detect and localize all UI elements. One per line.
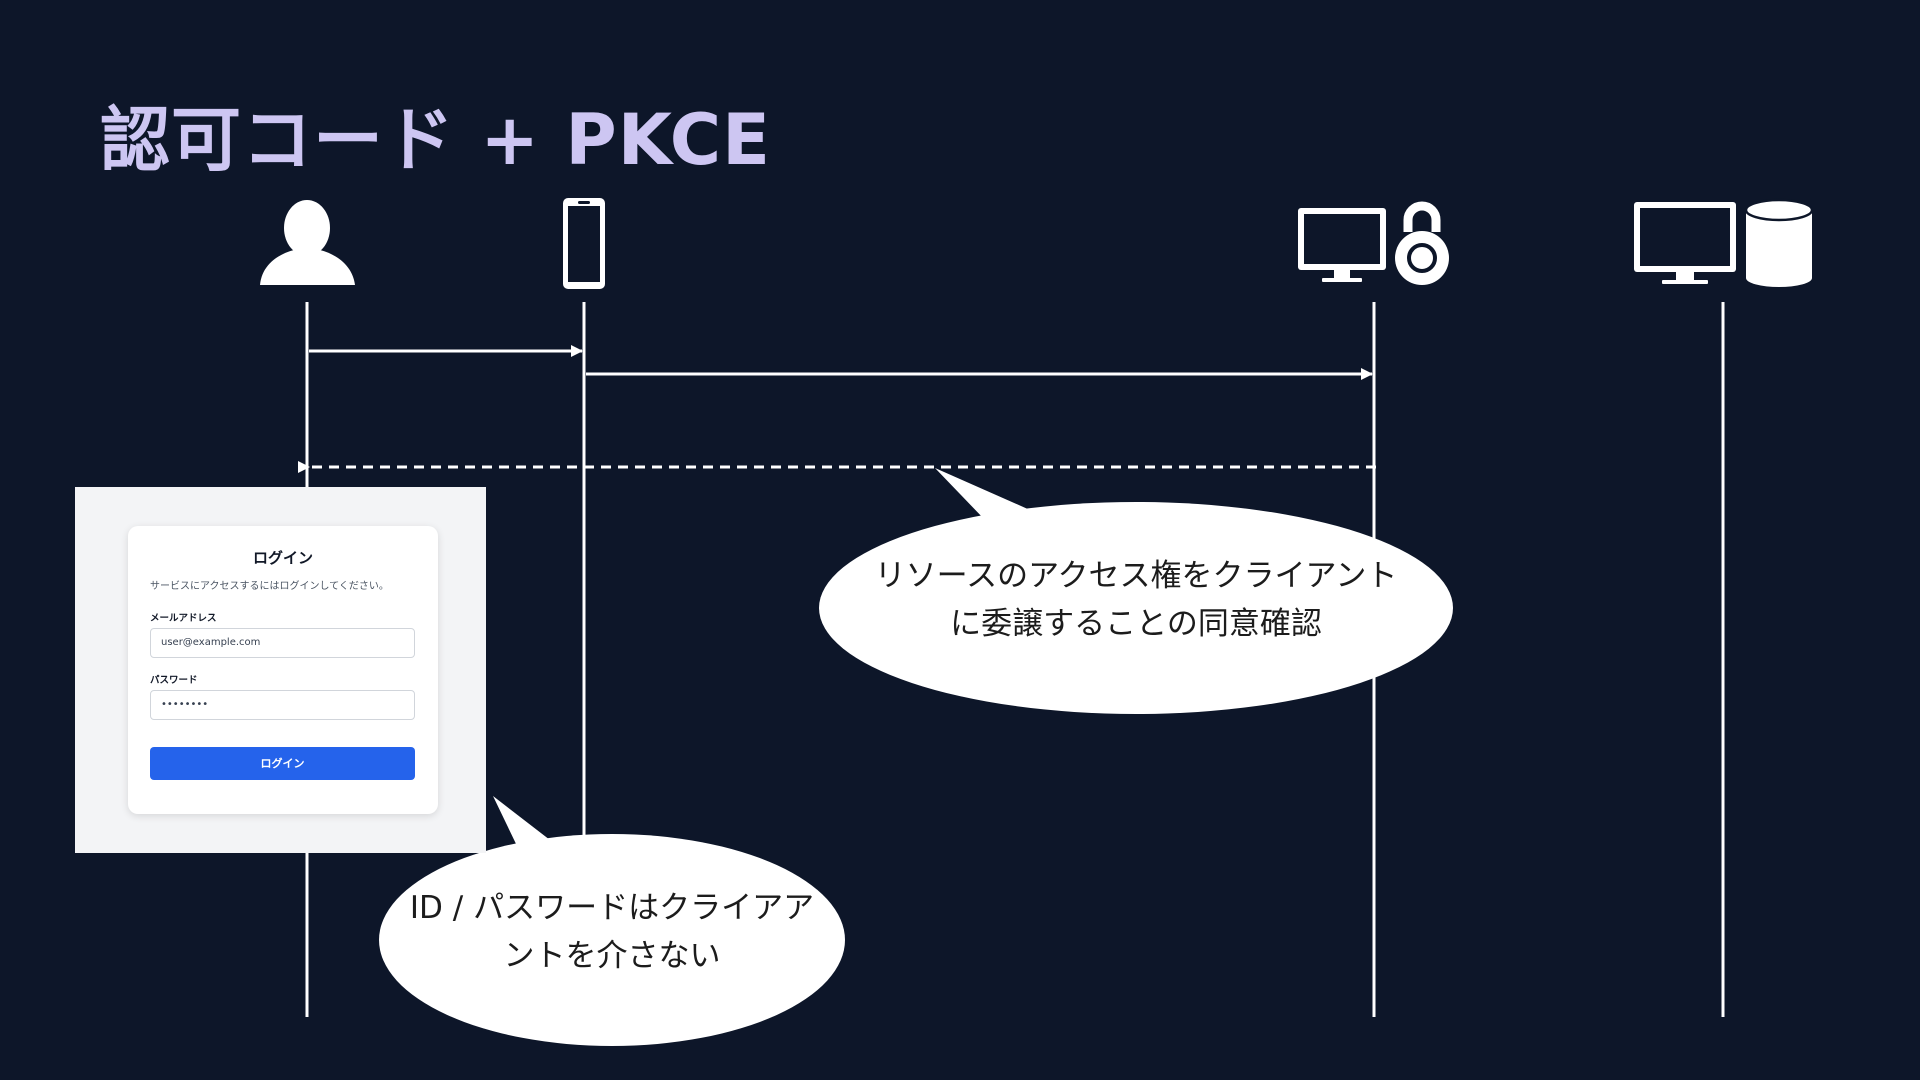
user-icon	[260, 200, 355, 285]
consent-bubble	[819, 468, 1453, 714]
credentials-bubble-line-1: ID / パスワードはクライアア	[409, 890, 815, 926]
consent-bubble-line-2: に委譲することの同意確認	[950, 606, 1322, 642]
consent-bubble-line-1: リソースのアクセス権をクライアント	[874, 558, 1398, 594]
page-title: 認可コード + PKCE	[100, 99, 771, 181]
monitor-database-icon	[1634, 198, 1814, 287]
password-field[interactable]: ••••••••	[150, 690, 415, 720]
monitor-lock-icon	[1298, 201, 1449, 285]
login-button[interactable]: ログイン	[150, 747, 415, 780]
login-subtitle: サービスにアクセスするにはログインしてください。	[150, 581, 389, 592]
login-card: ログイン サービスにアクセスするにはログインしてください。 メールアドレス us…	[128, 526, 438, 814]
smartphone-icon	[563, 198, 605, 289]
credentials-bubble-line-2: ントを介さない	[503, 938, 721, 974]
credentials-bubble-text: ID / パスワードはクライアア ントを介さない	[392, 884, 832, 980]
credentials-bubble	[379, 796, 845, 1046]
consent-bubble-text: リソースのアクセス権をクライアント に委譲することの同意確認	[836, 552, 1436, 648]
login-title: ログイン	[252, 549, 313, 567]
password-label: パスワード	[150, 675, 198, 686]
login-screenshot-panel: ログイン サービスにアクセスするにはログインしてください。 メールアドレス us…	[75, 487, 486, 853]
email-field[interactable]: user@example.com	[150, 628, 415, 658]
email-label: メールアドレス	[150, 613, 217, 624]
